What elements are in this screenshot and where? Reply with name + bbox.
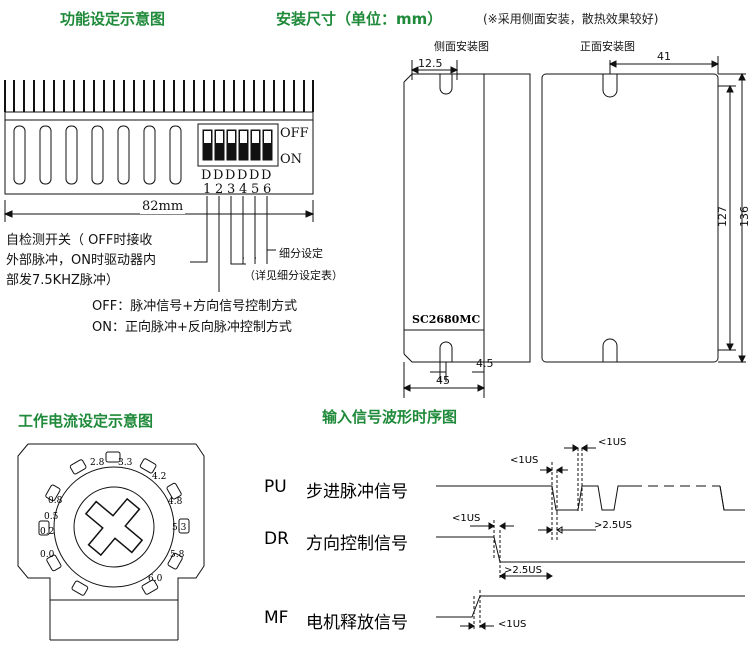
mf-name: 电机释放信号: [306, 613, 408, 633]
subdivision-label: 细分设定: [279, 247, 323, 260]
current-settings-title: 工作电流设定示意图: [18, 412, 154, 430]
pu-width-label: <1US: [598, 437, 627, 448]
dial-4-8: 4.8: [168, 497, 183, 507]
off-mode-text: OFF：脉冲信号+方向信号控制方式: [92, 299, 298, 314]
dip-n1: 1: [203, 182, 212, 197]
side-view-label: 侧面安装图: [434, 40, 489, 53]
dial-0-8: 0.8: [48, 496, 63, 506]
dim-127: 127: [716, 206, 729, 227]
dip-switch-block: [197, 123, 279, 167]
dim-45: 45: [436, 374, 450, 387]
install-note: (※采用侧面安装，散热效果较好): [483, 12, 659, 26]
dip-d6: D: [261, 168, 272, 183]
dip-toggles: [202, 129, 273, 161]
model-label: SC2680MC: [412, 313, 481, 326]
mf-label: MF: [264, 608, 289, 628]
dip-n5: 5: [251, 182, 260, 197]
dim-41: 41: [657, 50, 671, 63]
width-82mm: 82mm: [140, 199, 186, 214]
dip-n6: 6: [263, 182, 272, 197]
dial-6-0: 6.0: [148, 574, 163, 584]
mf-edge-label: <1US: [498, 619, 527, 630]
heatsink-fins: [4, 80, 314, 112]
vent-slots: [13, 125, 182, 185]
dim-12-5: 12.5: [418, 57, 443, 70]
dial-0-0: 0.0: [40, 550, 55, 560]
dr-waveform: [436, 536, 745, 563]
pu-name: 步进脉冲信号: [306, 482, 408, 502]
subdivision-table-label: （详见细分设定表）: [244, 269, 343, 282]
on-mode-text: ON：正向脉冲+反向脉冲控制方式: [92, 320, 292, 335]
dip-n4: 4: [239, 182, 248, 197]
dr-setup-label: >2.5US: [504, 565, 542, 576]
dial-5-3: 5.3: [172, 523, 187, 533]
install-size-title: 安装尺寸（单位：mm）: [276, 10, 443, 28]
dial-0-5: 0.5: [44, 512, 59, 522]
mf-waveform: [436, 595, 745, 618]
dip-off-label: OFF: [280, 126, 309, 141]
dial-cross-slot: [84, 497, 144, 557]
self-test-line2: 外部脉冲，ON时驱动器内: [6, 253, 156, 268]
dr-name: 方向控制信号: [306, 534, 408, 554]
dr-label: DR: [264, 529, 289, 549]
dial-ticks: [38, 451, 190, 596]
dip-on-label: ON: [280, 152, 303, 167]
dim-4-5: 4.5: [476, 357, 494, 370]
dip-d3: D: [225, 168, 236, 183]
front-view-outline: [541, 73, 719, 363]
pu-hold-label: >2.5US: [594, 520, 632, 531]
dial-0-2: 0.2: [40, 527, 55, 537]
dial-3-3: 3.3: [118, 458, 133, 468]
front-view-label: 正面安装图: [580, 40, 635, 53]
dial-4-2: 4.2: [152, 472, 167, 482]
dip-d4: D: [237, 168, 248, 183]
dip-n2: 2: [215, 182, 224, 197]
function-settings-title: 功能设定示意图: [60, 10, 166, 28]
input-timing-title: 输入信号波形时序图: [322, 408, 458, 426]
dial-outer: [53, 466, 175, 588]
pu-setup-label: <1US: [510, 455, 539, 466]
driver-body: [4, 111, 314, 195]
pu-label: PU: [264, 477, 287, 497]
dr-edge-label: <1US: [452, 513, 481, 524]
dial-2-8: 2.8: [90, 458, 105, 468]
dip-n3: 3: [227, 182, 236, 197]
dip-d1: D: [201, 168, 212, 183]
dip-d5: D: [249, 168, 260, 183]
dip-d2: D: [213, 168, 224, 183]
dim-136: 136: [738, 206, 751, 227]
self-test-line1: 自检测开关（ OFF时接收: [6, 233, 153, 248]
dial-5-8: 5.8: [170, 550, 185, 560]
current-dial-panel: [17, 443, 205, 640]
pu-waveform: [436, 485, 630, 511]
self-test-line3: 部发7.5KHZ脉冲）: [6, 273, 119, 288]
